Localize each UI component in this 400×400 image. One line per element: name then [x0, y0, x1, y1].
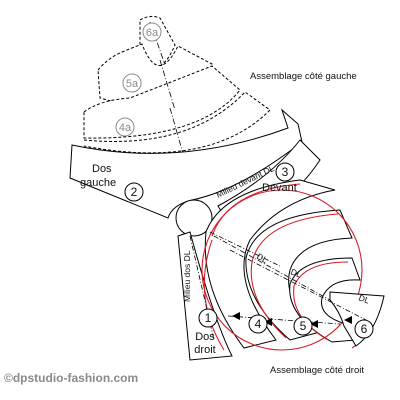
red-line-c — [251, 213, 339, 263]
badge-1 — [198, 308, 218, 328]
piece-6-tip — [329, 291, 385, 347]
label-assembly-left: Assemblage côté gauche — [250, 71, 357, 82]
red-line-a — [211, 183, 301, 237]
red-circle — [201, 189, 363, 351]
arrow-heads — [232, 312, 352, 328]
label-dos-gauche-1: Dos — [92, 163, 112, 175]
num-4: 4 — [255, 317, 262, 331]
badge-3 — [275, 162, 295, 182]
badge-4 — [248, 314, 268, 334]
label-dl-3: DL — [357, 292, 371, 305]
badge-5a — [122, 73, 142, 93]
left-assembly-band — [83, 91, 271, 154]
label-milieu-dos: Milieu dos DL — [182, 250, 192, 302]
label-dos-droit-2: droit — [194, 344, 215, 356]
piece-4-outline — [204, 179, 336, 349]
num-5a: 5a — [126, 78, 139, 90]
num-3: 3 — [282, 165, 289, 179]
num-2: 2 — [131, 185, 138, 199]
num-1: 1 — [205, 311, 212, 325]
red-line-d — [250, 261, 287, 339]
label-dos-gauche-2: gauche — [80, 177, 116, 189]
badge-2 — [124, 182, 144, 202]
watermark: ©dpstudio-fashion.com — [4, 371, 138, 385]
num-6a: 6a — [146, 27, 159, 39]
red-line-b — [203, 239, 225, 351]
piece-numbers: 6a 5a 4a 2 3 1 4 5 6 — [115, 22, 374, 339]
label-dl-2: DL — [289, 266, 303, 279]
badge-6a — [142, 22, 162, 42]
badge-5 — [293, 316, 313, 336]
num-6: 6 — [361, 322, 368, 336]
neck-circle — [175, 199, 213, 237]
label-assembly-right: Assemblage côté droit — [270, 365, 364, 376]
red-line-f — [293, 285, 329, 341]
label-devant: Devant — [262, 182, 297, 194]
fold-lines — [189, 231, 367, 341]
label-dos-droit-1: Dos — [195, 331, 215, 343]
num-4a: 4a — [119, 122, 132, 134]
label-dl-1: DL — [255, 251, 270, 265]
badge-4a — [115, 117, 135, 137]
badge-6 — [354, 319, 374, 339]
num-5: 5 — [300, 319, 307, 333]
